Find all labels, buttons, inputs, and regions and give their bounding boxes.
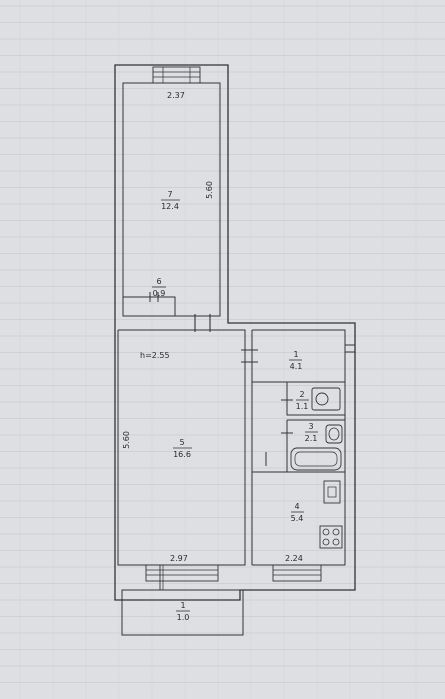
room-5-number: 5 (179, 438, 184, 447)
room-1-area: 4.1 (290, 362, 303, 371)
dim-room4-width: 2.24 (285, 554, 303, 563)
room-4-area: 5.4 (291, 514, 304, 523)
dim-room5-width: 2.97 (170, 554, 188, 563)
room-7-area: 12.4 (161, 202, 179, 211)
dim-room5-length: 5.60 (122, 431, 131, 449)
room-3-number: 3 (308, 422, 313, 431)
outer-wall (114, 64, 356, 601)
room-2-number: 2 (299, 390, 304, 399)
room-5-area: 16.6 (173, 450, 191, 459)
room-4-number: 4 (294, 502, 299, 511)
sink-icon (325, 424, 343, 444)
room-6-area: 0.9 (153, 289, 166, 298)
dim-room7-length: 5.60 (205, 181, 214, 199)
balcony-area: 1.0 (177, 613, 190, 622)
kitchen-sink-icon (323, 480, 341, 504)
dim-room7-width: 2.37 (167, 91, 185, 100)
balcony-outline (121, 589, 244, 636)
room-3-outline (286, 419, 346, 473)
balcony-number: 1 (180, 601, 185, 610)
ceiling-height: h=2.55 (140, 351, 170, 360)
room-2-outline (286, 381, 346, 416)
room-6-number: 6 (156, 277, 161, 286)
window-bottom-room4 (272, 564, 322, 582)
room-1-number: 1 (293, 350, 298, 359)
room-5-outline (117, 329, 246, 566)
window-bottom-room5 (145, 564, 219, 582)
room-7-number: 7 (167, 190, 172, 199)
bathtub-icon (290, 447, 342, 471)
stove-icon (319, 525, 343, 549)
room-6-outline (123, 296, 176, 316)
toilet-icon (311, 387, 341, 411)
room-2-area: 1.1 (296, 402, 309, 411)
room-3-area: 2.1 (305, 434, 318, 443)
window-top (152, 66, 201, 84)
